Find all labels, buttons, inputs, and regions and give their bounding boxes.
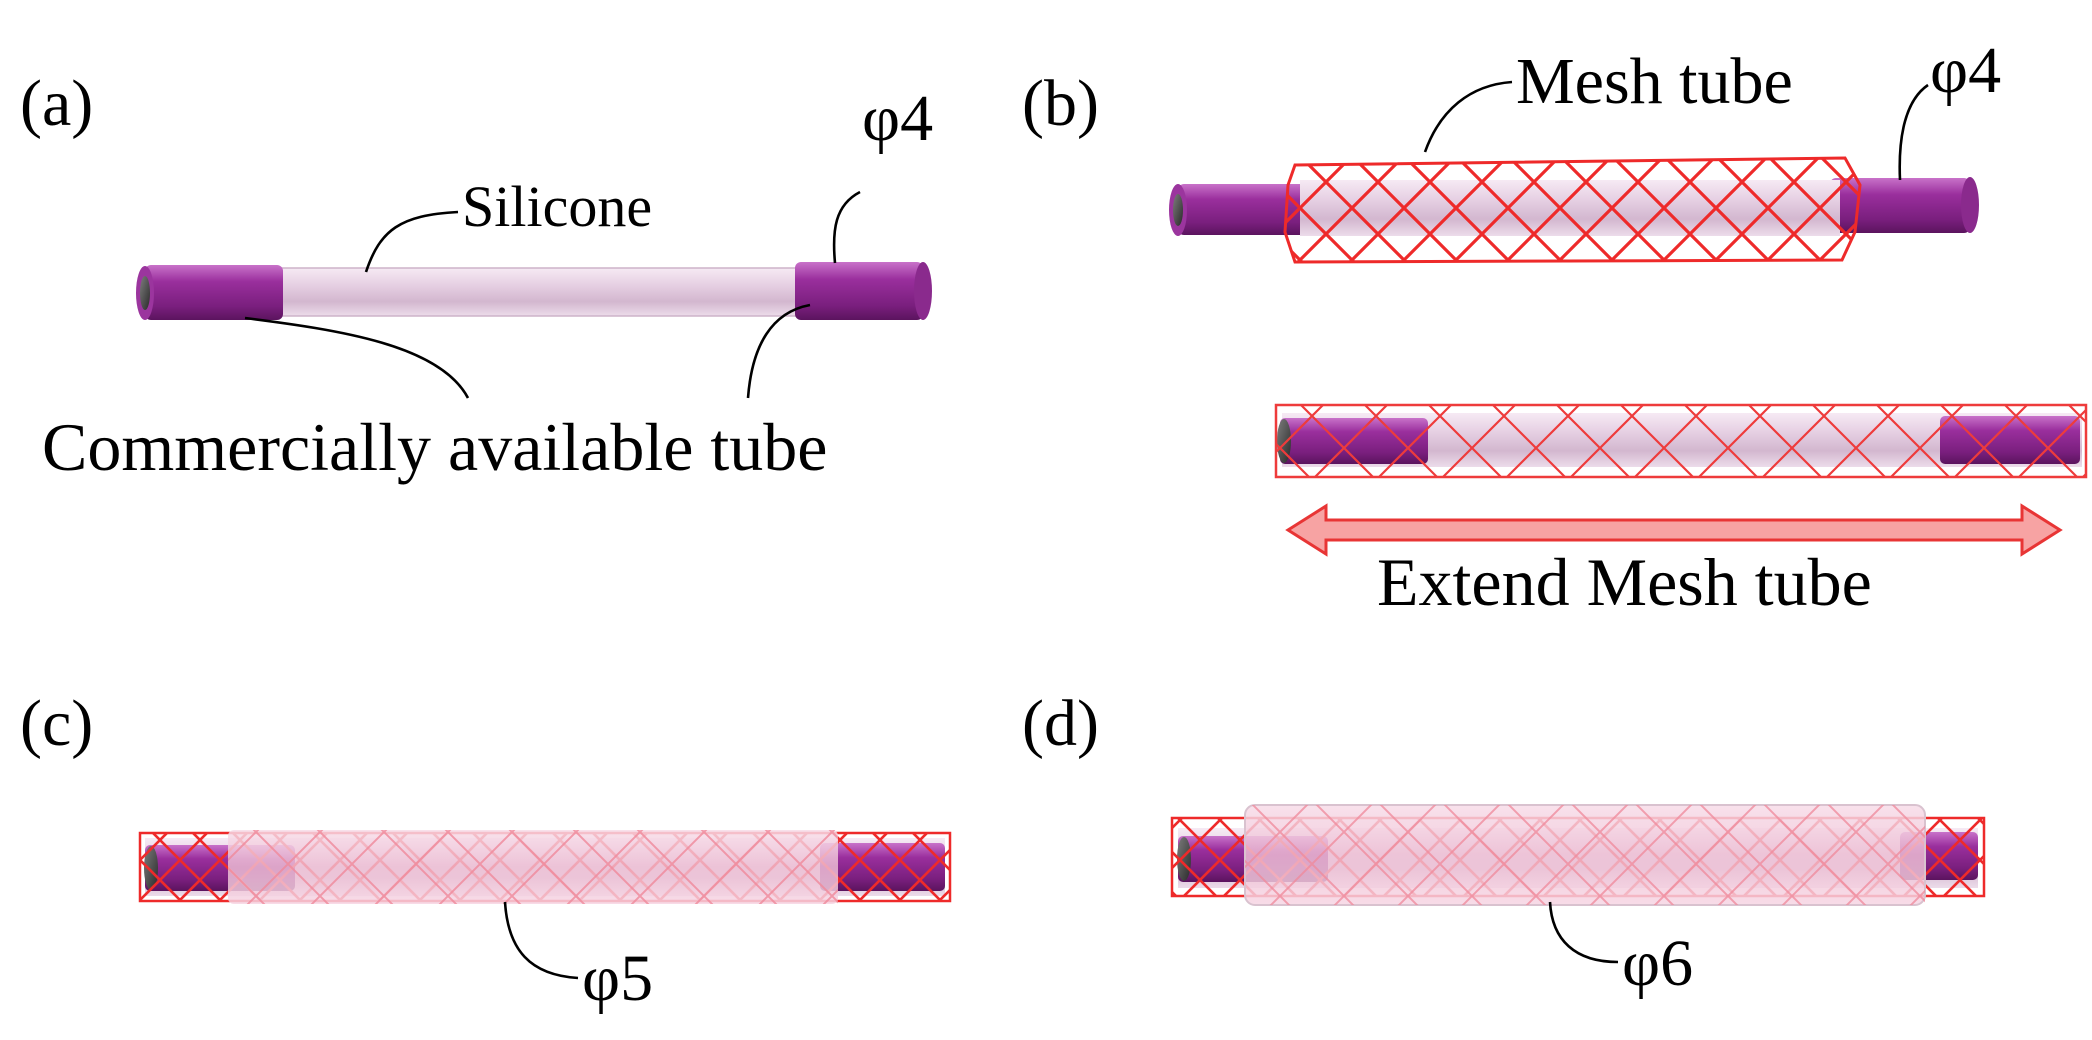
panel-d-tube [1170, 804, 1986, 906]
silicone-section [204, 267, 806, 317]
commercial-tube-left [145, 265, 283, 320]
phi4-b-leader-line [1898, 83, 1929, 181]
silicone-leader-line [364, 210, 459, 273]
commercial-tube-left [1178, 184, 1306, 235]
phi5-leader-line [503, 901, 579, 980]
panel-a: (a) Silicone φ4 Commercially available t… [20, 67, 933, 485]
phi6-label: φ6 [1622, 927, 1693, 1000]
panel-b-label: (b) [1022, 67, 1099, 140]
tube-end-right [914, 262, 932, 320]
extend-mesh-tube-label: Extend Mesh tube [1377, 544, 1872, 620]
commercial-tube-right [795, 262, 923, 320]
tube-bore-left [140, 276, 150, 310]
panel-c-label: (c) [20, 687, 93, 760]
mesh-tube-leader-line [1423, 80, 1513, 153]
extend-double-arrow [1285, 503, 2063, 557]
panel-d: (d) φ6 [1022, 687, 1986, 1000]
panel-b-top-tube [1169, 156, 1979, 264]
mesh-tube-label: Mesh tube [1516, 45, 1793, 118]
panel-d-label: (d) [1022, 687, 1099, 760]
panel-a-label: (a) [20, 67, 93, 140]
commercial-tube-label: Commercially available tube [42, 409, 828, 485]
panel-b: (b) Mesh tube φ4 Extend Mesh tube [1022, 34, 2088, 620]
phi6-leader-line [1548, 901, 1619, 964]
tube-bore-left [1173, 194, 1183, 226]
extended-mesh-tube [1274, 403, 2088, 479]
silicone-label: Silicone [462, 174, 652, 239]
panel-b-extended-tube [1274, 403, 2088, 479]
tube-end-right [1961, 177, 1979, 233]
commercial-leader-right [746, 303, 811, 399]
phi4-a-label: φ4 [862, 82, 933, 155]
mesh-through-coating [228, 830, 838, 904]
mesh-through-coating [1245, 805, 1925, 905]
phi4-a-leader-line [832, 190, 861, 264]
commercial-tube-right [1830, 178, 1970, 233]
commercial-leader-left [244, 316, 470, 399]
phi4-b-label: φ4 [1930, 34, 2001, 107]
phi5-label: φ5 [582, 942, 653, 1015]
panel-a-tube [136, 262, 932, 320]
panel-c: (c) φ5 [20, 687, 952, 1015]
mesh-tube [1283, 156, 1862, 264]
panel-c-tube [138, 830, 952, 904]
